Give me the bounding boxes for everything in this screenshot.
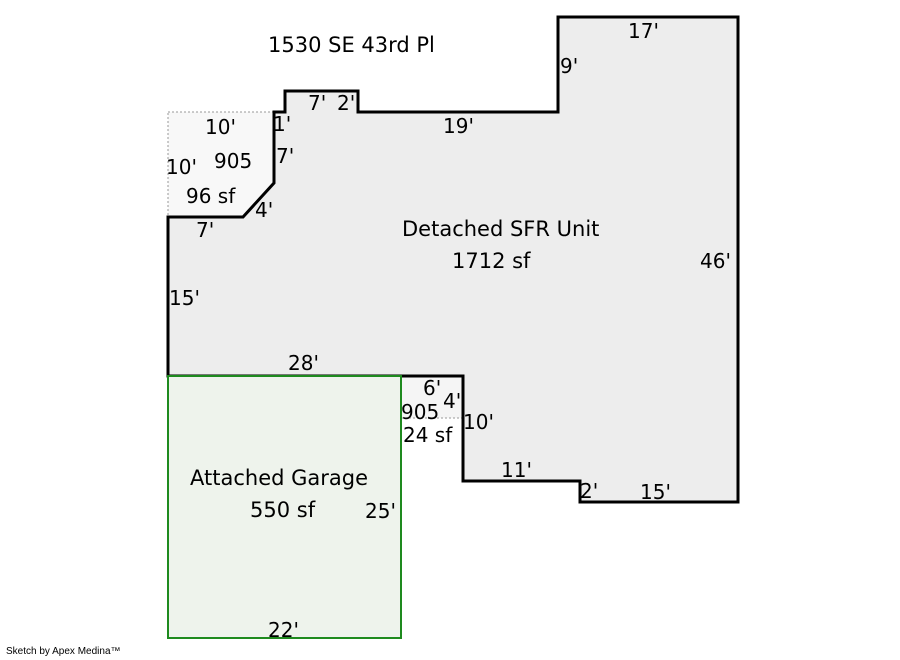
main-unit-outline — [166, 15, 740, 504]
garage-outline — [167, 375, 402, 639]
dim-left-vertical-7: 7' — [276, 144, 294, 168]
main-unit-size: 1712 sf — [452, 249, 531, 273]
dim-step-2: 2' — [337, 91, 355, 115]
dim-upper-19: 19' — [443, 114, 474, 138]
dim-step-7: 7' — [308, 91, 326, 115]
dim-lower-2: 2' — [580, 479, 598, 503]
porch-small-code: 905 — [401, 400, 439, 424]
dim-lower-7: 7' — [196, 218, 214, 242]
dim-right-46: 46' — [700, 249, 731, 273]
porch-small-size: 24 sf — [403, 423, 453, 447]
porch-left-code: 905 — [214, 149, 252, 173]
dim-porch-left-10: 10' — [166, 155, 197, 179]
dim-lower-15: 15' — [640, 480, 671, 504]
dim-notch-6: 6' — [423, 376, 441, 400]
sketch-credit: Sketch by Apex Medina™ — [6, 646, 121, 657]
garage-name: Attached Garage — [190, 466, 368, 490]
dim-notch-4: 4' — [443, 389, 461, 413]
dim-notch-10: 10' — [463, 410, 494, 434]
dim-porch-top-10: 10' — [205, 115, 236, 139]
dim-garage-right-25: 25' — [365, 499, 396, 523]
dim-left-15: 15' — [169, 286, 200, 310]
porch-left-size: 96 sf — [186, 184, 236, 208]
address-label: 1530 SE 43rd Pl — [268, 33, 435, 57]
main-unit-name: Detached SFR Unit — [402, 217, 599, 241]
dim-diagonal-4: 4' — [255, 198, 273, 222]
dim-step-1: 1' — [273, 112, 291, 136]
dim-bottom-28: 28' — [288, 351, 319, 375]
dim-garage-bottom-22: 22' — [268, 618, 299, 642]
dim-right-notch: 9' — [560, 54, 578, 78]
dim-lower-11: 11' — [501, 458, 532, 482]
garage-size: 550 sf — [250, 498, 316, 522]
dim-top-right: 17' — [628, 19, 659, 43]
